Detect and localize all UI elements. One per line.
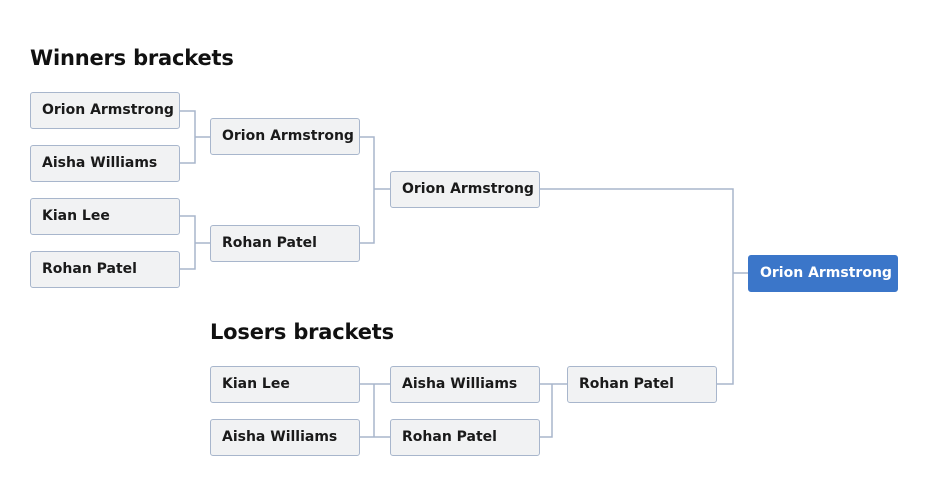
- winners-final-player[interactable]: Orion Armstrong: [390, 171, 540, 208]
- losers-r2-player2[interactable]: Rohan Patel: [390, 419, 540, 456]
- winners-r2-player1[interactable]: Orion Armstrong: [210, 118, 360, 155]
- losers-r1-player2[interactable]: Aisha Williams: [210, 419, 360, 456]
- losers-bracket-heading: Losers brackets: [210, 320, 394, 344]
- winners-bracket-heading: Winners brackets: [30, 46, 234, 70]
- winners-r2-player2[interactable]: Rohan Patel: [210, 225, 360, 262]
- winners-r1-match1-player2[interactable]: Aisha Williams: [30, 145, 180, 182]
- champion-box[interactable]: Orion Armstrong: [748, 255, 898, 292]
- connector-w2: [360, 136, 390, 244]
- winners-r1-match2-player2[interactable]: Rohan Patel: [30, 251, 180, 288]
- winners-r1-match2-player1[interactable]: Kian Lee: [30, 198, 180, 235]
- connector-l2: [540, 383, 567, 438]
- winners-r1-match1-player1[interactable]: Orion Armstrong: [30, 92, 180, 129]
- connector-w1-bottom: [180, 215, 210, 270]
- losers-r2-player1[interactable]: Aisha Williams: [390, 366, 540, 403]
- connector-finals: [540, 188, 748, 385]
- connector-l1: [360, 383, 390, 438]
- connector-w1-top: [180, 110, 210, 164]
- losers-r1-player1[interactable]: Kian Lee: [210, 366, 360, 403]
- losers-final-player[interactable]: Rohan Patel: [567, 366, 717, 403]
